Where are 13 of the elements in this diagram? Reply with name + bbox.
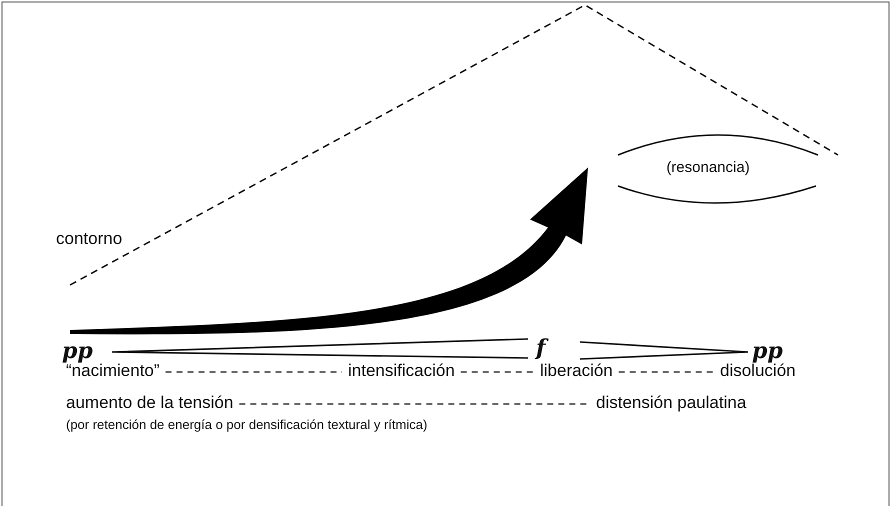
thick-arrow xyxy=(70,168,588,334)
resonance-label: (resonancia) xyxy=(665,158,751,178)
dashed-line xyxy=(618,371,714,373)
note-text: (por retención de energía o por densificación textural y rítmica) xyxy=(66,416,428,433)
stage-label: liberación xyxy=(540,361,613,381)
stage-label: distensión paulatina xyxy=(596,393,746,413)
stage-label: aumento de la tensión xyxy=(66,393,234,413)
dynamic-marking: pp xyxy=(752,339,783,363)
stage-label: intensificación xyxy=(348,361,455,381)
dynamic-marking: pp xyxy=(62,339,93,363)
dashed-line xyxy=(460,371,534,373)
dashed-line xyxy=(166,371,342,373)
contour-label: contorno xyxy=(56,229,122,249)
